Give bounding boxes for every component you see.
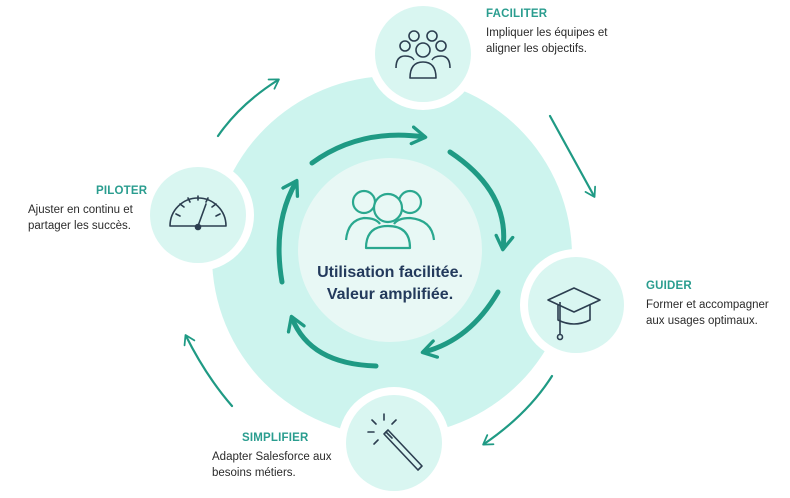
simplifier-description: Adapter Salesforce aux besoins métiers. [212,449,332,481]
inner-arrow-top [309,125,428,166]
piloter-title: PILOTER [96,185,148,197]
guider-label: GUIDER Former et accompagner aux usages … [646,280,769,329]
piloter-description: Ajuster en continu et partager les succè… [28,202,147,234]
piloter-description-line-1: Ajuster en continu et [28,204,133,216]
faciliter-description: Impliquer les équipes et aligner les obj… [486,25,607,57]
guider-description: Former et accompagner aux usages optimau… [646,297,769,329]
guider-circle [528,257,624,353]
team-icon [395,30,451,79]
outer-arrow-faciliter-to-guider [548,114,596,198]
graduation-cap-icon [547,287,601,341]
guider-title: GUIDER [646,280,692,292]
center-caption: Utilisation facilitée. Valeur amplifiée. [300,262,480,306]
outer-arrow-piloter-to-faciliter [216,78,280,138]
faciliter-title: FACILITER [486,8,548,20]
inner-arrow-right [447,149,515,252]
simplifier-description-line-1: Adapter Salesforce aux [212,451,332,463]
faciliter-description-line-2: aligner les objectifs. [486,43,587,55]
simplifier-title: SIMPLIFIER [242,432,309,444]
team-center-icon [344,189,436,250]
center-circle [298,158,482,342]
outer-arrow-simplifier-to-piloter [183,334,234,408]
inner-arrow-left [286,314,379,369]
gauge-icon [169,195,227,231]
magic-wand-icon [367,413,423,471]
center-caption-line-2: Valeur amplifiée. [326,286,454,303]
simplifier-description-line-2: besoins métiers. [212,467,296,479]
inner-arrow-left-up [276,178,300,285]
guider-description-line-2: aux usages optimaux. [646,315,758,327]
inner-arrow-bottom [420,289,501,359]
piloter-circle [150,167,246,263]
center-caption-line-1: Utilisation facilitée. [317,264,463,281]
piloter-label: PILOTER Ajuster en continu et partager l… [28,185,147,234]
faciliter-description-line-1: Impliquer les équipes et [486,27,608,39]
simplifier-label: SIMPLIFIER Adapter Salesforce aux besoin… [212,432,332,481]
simplifier-circle [346,395,442,491]
outer-arrow-guider-to-simplifier [482,374,554,446]
piloter-description-line-2: partager les succès. [28,220,131,232]
faciliter-label: FACILITER Impliquer les équipes et align… [486,8,607,57]
guider-description-line-1: Former et accompagner [646,299,769,311]
